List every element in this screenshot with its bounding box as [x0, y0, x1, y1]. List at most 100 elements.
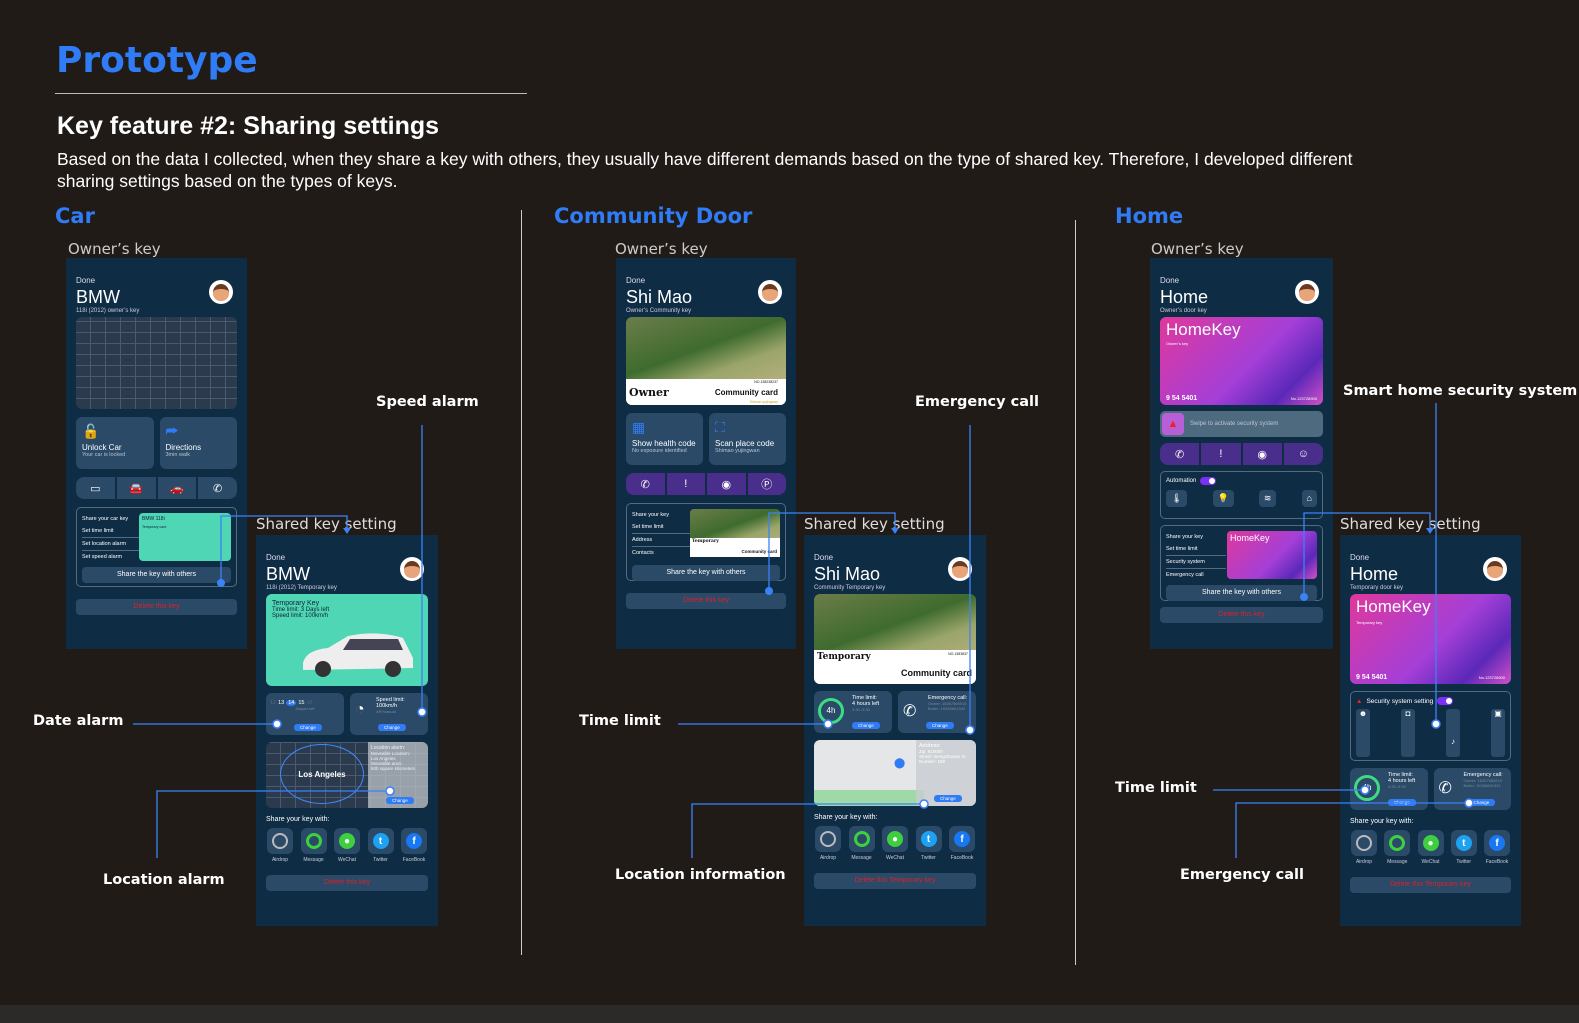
trunk-icon[interactable]: 🚘 — [116, 477, 156, 499]
share-airdrop[interactable]: Airdrop — [266, 828, 294, 863]
date[interactable]: 16 — [306, 700, 313, 706]
key-subtitle: Owner’s Community key — [626, 308, 692, 314]
video-icon[interactable]: ◉ — [1242, 443, 1282, 465]
date[interactable]: 13 — [278, 700, 285, 706]
done-button[interactable]: Done — [626, 276, 646, 285]
change-button[interactable]: Change — [934, 795, 962, 802]
camera-slider[interactable]: ◘ — [1401, 709, 1415, 757]
option-speed-alarm[interactable]: Set speed alarm — [82, 554, 123, 560]
share-wechat[interactable]: ●WeChat — [333, 828, 361, 863]
option-time-limit[interactable]: Set time limit — [82, 525, 142, 538]
car-location-map[interactable] — [76, 317, 237, 409]
car-shared-label: Shared key setting — [256, 515, 397, 533]
delete-key-button[interactable]: Delete this key — [76, 599, 237, 615]
change-button[interactable]: Change — [378, 724, 406, 731]
card-number: 9 54 5401 — [1356, 674, 1388, 681]
alert-message-icon[interactable]: ! — [1201, 443, 1241, 465]
thermometer-icon[interactable]: 🌡 — [1166, 490, 1188, 507]
option-emergency-call[interactable]: Emergency call — [1166, 572, 1204, 578]
change-button[interactable]: Change — [926, 722, 954, 729]
motion-sensor-slider[interactable]: ☻ — [1356, 709, 1370, 757]
share-airdrop[interactable]: Airdrop — [1350, 830, 1378, 865]
date[interactable]: 15 — [298, 700, 305, 706]
avatar[interactable] — [1483, 557, 1507, 581]
phone-icon[interactable]: ✆ — [198, 477, 237, 499]
share-title: Share your key — [1166, 534, 1203, 540]
location-alarm-map[interactable]: Los Angeles Location alarm:Moveable Loca… — [266, 742, 428, 808]
delete-key-button[interactable]: Delete this key — [266, 875, 428, 891]
delete-temporary-key-button[interactable]: Delete this Temporary key — [1350, 877, 1511, 893]
delete-key-button[interactable]: Delete this key — [1160, 607, 1323, 623]
date[interactable]: 12 — [270, 700, 277, 706]
voice-icon[interactable]: ☺ — [1283, 443, 1323, 465]
automation-toggle[interactable] — [1200, 477, 1217, 485]
change-button[interactable]: Change — [294, 724, 322, 731]
avatar[interactable] — [948, 557, 972, 581]
microphone-slider[interactable]: ♪ — [1446, 709, 1460, 757]
loc-text: Moveable area: — [371, 761, 403, 766]
share-message[interactable]: Message — [848, 826, 876, 861]
avatar[interactable] — [209, 280, 233, 304]
option-time-limit[interactable]: Set time limit — [632, 521, 692, 534]
humidity-icon[interactable]: ≋ — [1258, 490, 1277, 507]
car-icon[interactable]: 🚗 — [157, 477, 197, 499]
option-address[interactable]: Address — [632, 534, 692, 547]
share-airdrop[interactable]: Airdrop — [814, 826, 842, 861]
share-wechat[interactable]: ●WeChat — [881, 826, 909, 861]
tile-sub: Shimao yujingwan — [715, 448, 760, 454]
video-icon[interactable]: ◉ — [707, 473, 746, 495]
delete-key-button[interactable]: Delete this key — [626, 593, 786, 609]
lightbulb-icon[interactable]: 💡 — [1212, 490, 1234, 507]
security-toggle[interactable] — [1437, 697, 1454, 705]
home-security-icon[interactable]: ⌂ — [1301, 490, 1317, 507]
share-key-button[interactable]: Share the key with others — [632, 565, 780, 581]
label: Twitter — [373, 857, 388, 863]
option-security-system[interactable]: Security system — [1166, 556, 1226, 569]
share-message[interactable]: Message — [300, 828, 328, 863]
change-button[interactable]: Change — [1467, 799, 1496, 806]
alert-message-icon[interactable]: ! — [666, 473, 705, 495]
option-location-alarm[interactable]: Set location alarm — [82, 538, 142, 551]
time-ring: 4h — [818, 698, 844, 724]
security-swipe-slider[interactable]: ▲ Swipe to activate security system — [1160, 411, 1323, 437]
avatar[interactable] — [400, 557, 424, 581]
avatar[interactable] — [758, 280, 782, 304]
share-wechat[interactable]: ●WeChat — [1417, 830, 1445, 865]
change-button[interactable]: Change — [386, 797, 414, 804]
face-id-slider[interactable]: ▣ — [1491, 709, 1505, 757]
date-selected[interactable]: 14 — [286, 700, 297, 706]
change-button[interactable]: Change — [1388, 799, 1416, 806]
done-button[interactable]: Done — [1160, 276, 1180, 285]
share-key-button[interactable]: Share the key with others — [1166, 585, 1317, 601]
share-message[interactable]: Message — [1383, 830, 1411, 865]
done-button[interactable]: Done — [76, 276, 96, 285]
delete-temporary-key-button[interactable]: Delete this Temporary key — [814, 873, 976, 889]
phone-icon[interactable]: ✆ — [626, 473, 665, 495]
avatar[interactable] — [1295, 280, 1319, 304]
phone-icon[interactable]: ✆ — [1160, 443, 1200, 465]
parking-icon[interactable]: Ⓟ — [747, 473, 786, 495]
share-key-button[interactable]: Share the key with others — [82, 567, 231, 583]
speed-alarm-tile[interactable]: ◔ Speed limit: 100km/h AP/manual Change — [350, 693, 428, 735]
windows-icon[interactable]: ▭ — [76, 477, 115, 499]
option-contacts[interactable]: Contacts — [632, 550, 654, 556]
option-time-limit[interactable]: Set time limit — [1166, 543, 1226, 556]
change-button[interactable]: Change — [852, 722, 880, 729]
